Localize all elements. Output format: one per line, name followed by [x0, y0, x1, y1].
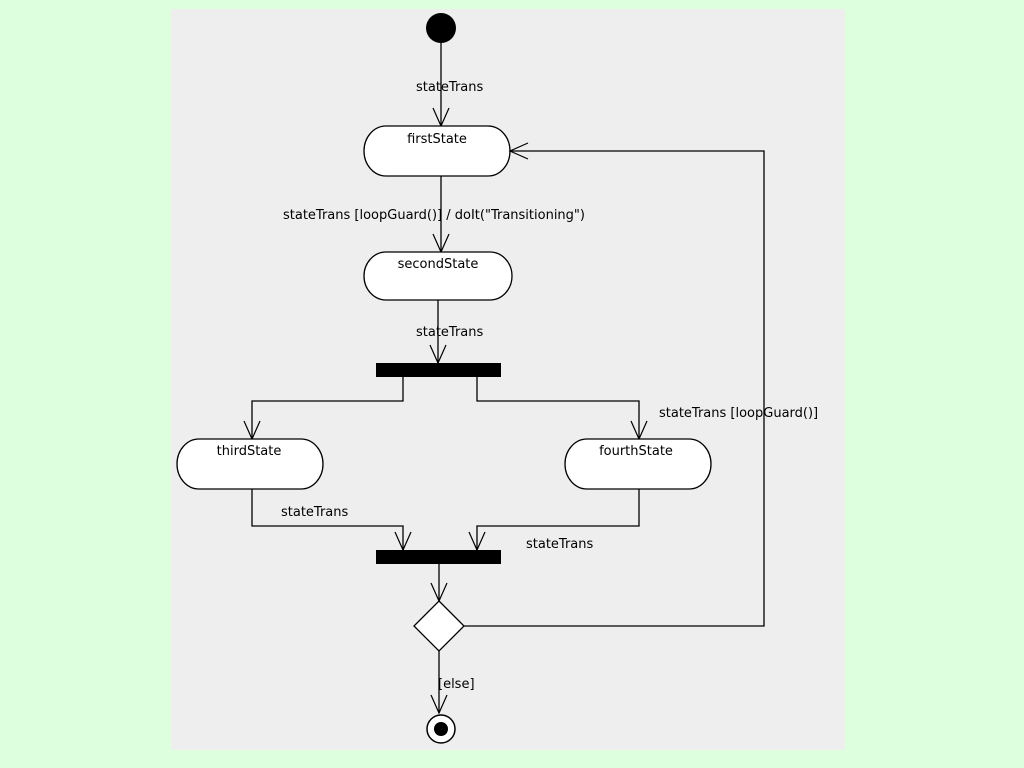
- transition-label-third-to-join: stateTrans: [281, 505, 349, 520]
- transition-label-fork-to-fourth: stateTrans [loopGuard()]: [659, 406, 818, 421]
- transition-decision-to-final[interactable]: [430, 651, 448, 715]
- transition-label-initial-to-first: stateTrans: [416, 80, 484, 95]
- state-first-label: firstState: [407, 132, 467, 147]
- state-fourth[interactable]: fourthState: [564, 438, 712, 490]
- state-third-label: thirdState: [217, 444, 282, 459]
- transition-join-to-decision[interactable]: [430, 564, 448, 603]
- fork-bar[interactable]: [376, 363, 501, 377]
- state-first[interactable]: firstState: [363, 125, 511, 177]
- final-state[interactable]: [426, 714, 456, 744]
- state-diagram: stateTrans firstState stateTrans [loopGu…: [176, 13, 818, 744]
- state-second[interactable]: secondState: [363, 251, 513, 301]
- transition-decision-to-first[interactable]: [464, 142, 765, 627]
- initial-state[interactable]: [426, 13, 456, 43]
- diagram-canvas: stateTrans firstState stateTrans [loopGu…: [171, 9, 845, 750]
- transition-label-fourth-to-join: stateTrans: [526, 537, 594, 552]
- state-fourth-label: fourthState: [599, 444, 673, 459]
- transition-fork-to-third[interactable]: [243, 377, 404, 441]
- state-third[interactable]: thirdState: [176, 438, 324, 490]
- decision-diamond[interactable]: [413, 600, 465, 652]
- join-bar[interactable]: [376, 550, 501, 564]
- transition-label-first-to-second: stateTrans [loopGuard()] / doIt("Transit…: [283, 208, 585, 223]
- state-second-label: secondState: [398, 257, 479, 272]
- transition-fork-to-fourth[interactable]: [476, 377, 648, 441]
- transition-label-decision-to-final: [else]: [438, 677, 475, 692]
- transition-label-second-to-fork: stateTrans: [416, 325, 484, 340]
